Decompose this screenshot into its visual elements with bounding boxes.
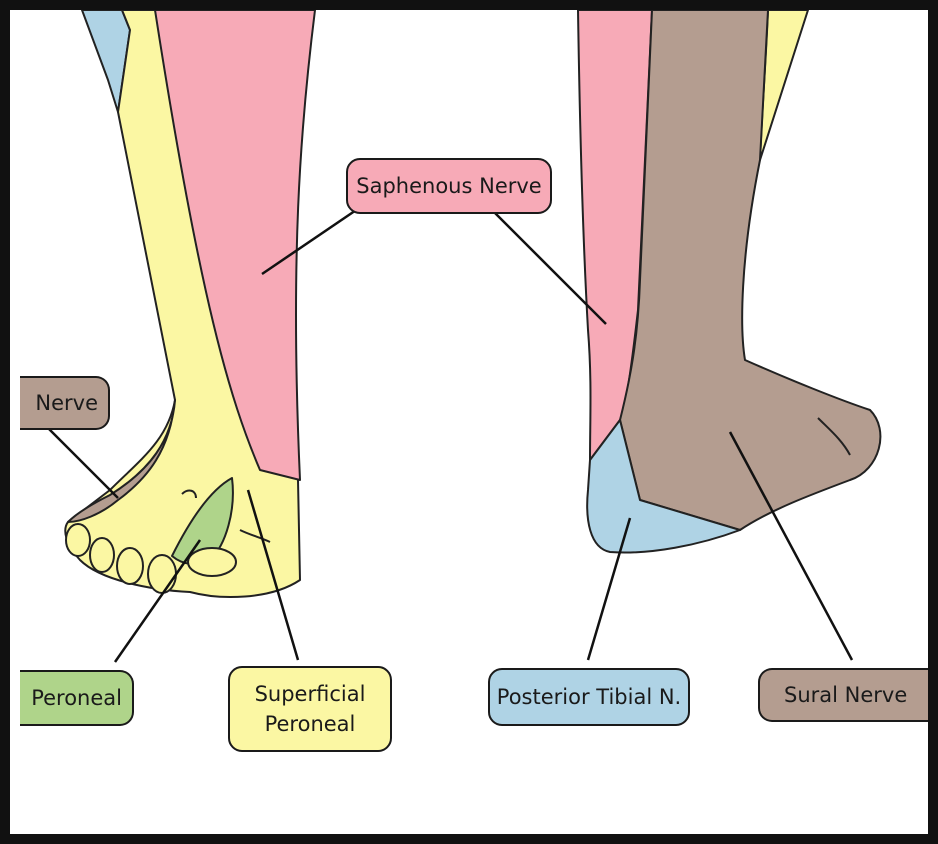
label-sural-nerve-right: Sural Nerve [758, 668, 928, 722]
leader-sural-left [39, 419, 119, 499]
leader-saphenous-right [483, 201, 607, 325]
saphenous-region-left [154, 10, 316, 481]
label-saphenous-nerve: Saphenous Nerve [346, 158, 552, 214]
toe-3 [116, 547, 144, 585]
sural-region-left [67, 399, 176, 523]
toe-1 [65, 523, 91, 557]
foot-dermatome-illustration [39, 10, 882, 663]
label-posterior-tibial: Posterior Tibial N. [488, 668, 690, 726]
label-superficial-peroneal: Superficial Peroneal [228, 666, 392, 752]
sural-region-right [619, 10, 882, 531]
toe-5 [187, 547, 237, 577]
superficial-peroneal-region [64, 10, 301, 598]
label-deep-peroneal: Peroneal [20, 670, 134, 726]
leader-superficial-peroneal [246, 489, 300, 661]
label-superficial-line2: Peroneal [264, 712, 356, 736]
leader-deep-peroneal [113, 539, 202, 663]
toe-4 [147, 554, 177, 594]
posterior-tibial-region-right [586, 419, 741, 554]
leader-saphenous-left [261, 200, 369, 276]
leader-sural-right [728, 431, 854, 661]
leader-posterior-tibial [586, 517, 632, 661]
toe-2 [89, 537, 115, 573]
label-sural-nerve-left: Nerve [20, 376, 110, 430]
label-superficial-line1: Superficial [254, 682, 366, 706]
